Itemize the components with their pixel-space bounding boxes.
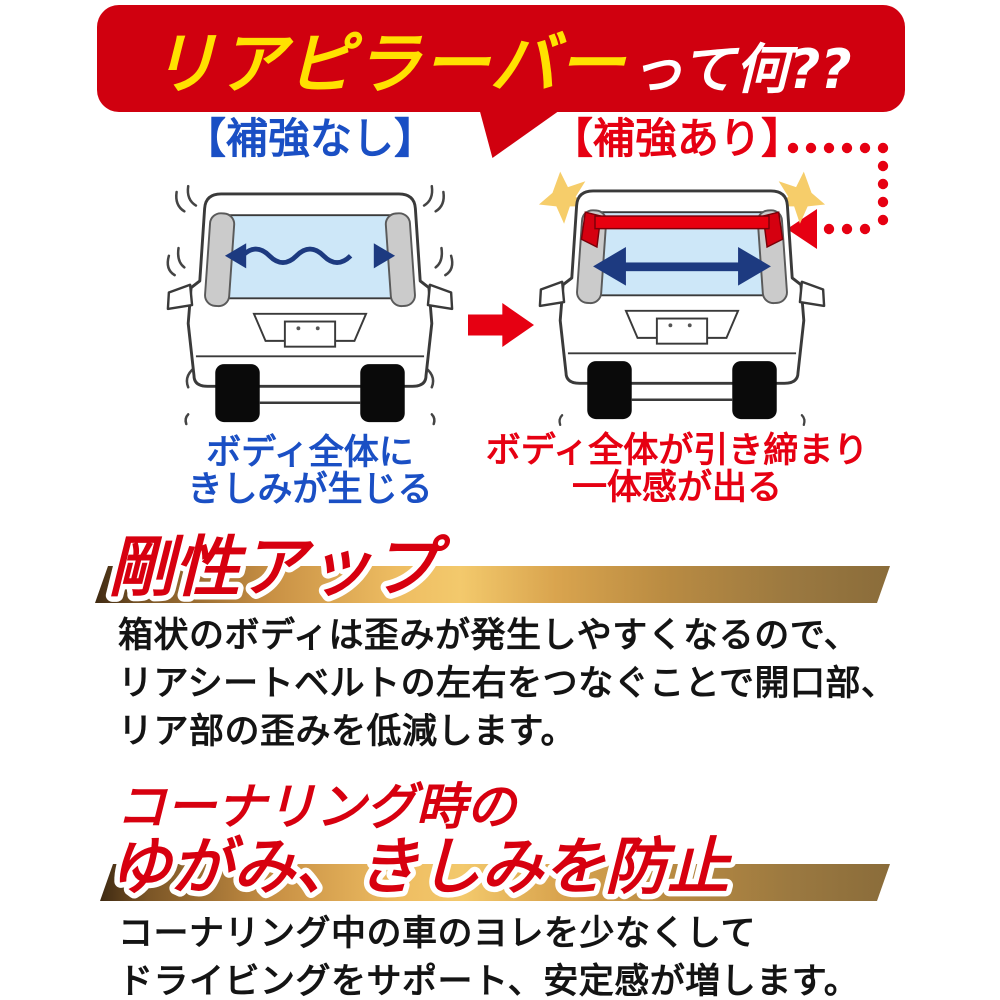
transition-arrow-icon [468,303,534,347]
section2-paragraph: コーナリング中の車のヨレを少なくして ドライビングをサポート、安定感が増します。 [118,910,859,1000]
section1-paragraph: 箱状のボディは歪みが発生しやすくなるので、 リアシートベルトの左右をつなぐことで… [118,612,897,756]
sparkle-icon [774,171,826,224]
left-fender [538,280,566,308]
right-fender [798,280,826,308]
section2-heading-text1: コーナリング時の [116,778,519,836]
shake-marks-icon [558,414,806,427]
car-illustration-after [538,171,826,427]
paragraph-line: リアシートベルトの左右をつなぐことで開口部、 [118,664,897,704]
sparkle-icon [538,171,590,224]
rigid-straight-arrow-icon [593,247,771,286]
title-suffix: って何?? [629,38,852,101]
right-wheel [732,361,777,420]
caption-before: ボディ全体に きしみが生じる [140,433,480,511]
paragraph-line: 箱状のボディは歪みが発生しやすくなるので、 [118,616,860,656]
right-wheel [360,364,405,423]
title-banner: リアピラーバー って何?? [97,5,905,112]
caption-after: ボディ全体が引き締まり 一体感が出る [462,431,892,509]
gold-banner-2 [100,864,890,901]
gold-banner-1 [95,566,890,603]
flex-wavy-arrow-icon [224,243,396,269]
car-illustration-before [166,184,454,426]
dotted-callout-arrow-icon [787,142,889,249]
section1-heading-text: 剛性アップ [108,529,451,606]
paragraph-line: ドライビングをサポート、安定感が増します。 [118,962,860,1000]
right-pillar [384,212,416,308]
title-main: リアピラーバー [150,25,626,103]
caption-line: 一体感が出る [571,468,782,509]
left-pillar [204,212,236,308]
caption-line: ボディ全体が引き締まり [485,431,869,471]
caption-line: きしみが生じる [187,470,433,511]
license-plate [283,320,337,348]
label-no-reinforcement: 【補強なし】 [183,114,436,163]
section2-heading-line1: コーナリング時の [112,774,524,841]
left-wheel [215,364,260,423]
section2-heading-line2: ゆがみ、きしみを防止 [104,825,739,909]
left-wheel [587,361,632,420]
section2-heading-text2: ゆがみ、きしみを防止 [109,830,733,903]
caption-line: ボディ全体に [206,433,414,473]
right-fender [426,283,454,311]
shake-marks-icon [166,184,454,426]
paragraph-line: コーナリング中の車のヨレを少なくして [118,914,756,954]
rear-pillar-bar-icon [580,211,784,249]
left-fender [166,283,194,311]
paragraph-line: リア部の歪みを低減します。 [118,712,577,752]
section1-heading: 剛性アップ [103,524,457,612]
license-plate [655,317,709,345]
label-with-reinforcement: 【補強あり】 [550,114,803,163]
